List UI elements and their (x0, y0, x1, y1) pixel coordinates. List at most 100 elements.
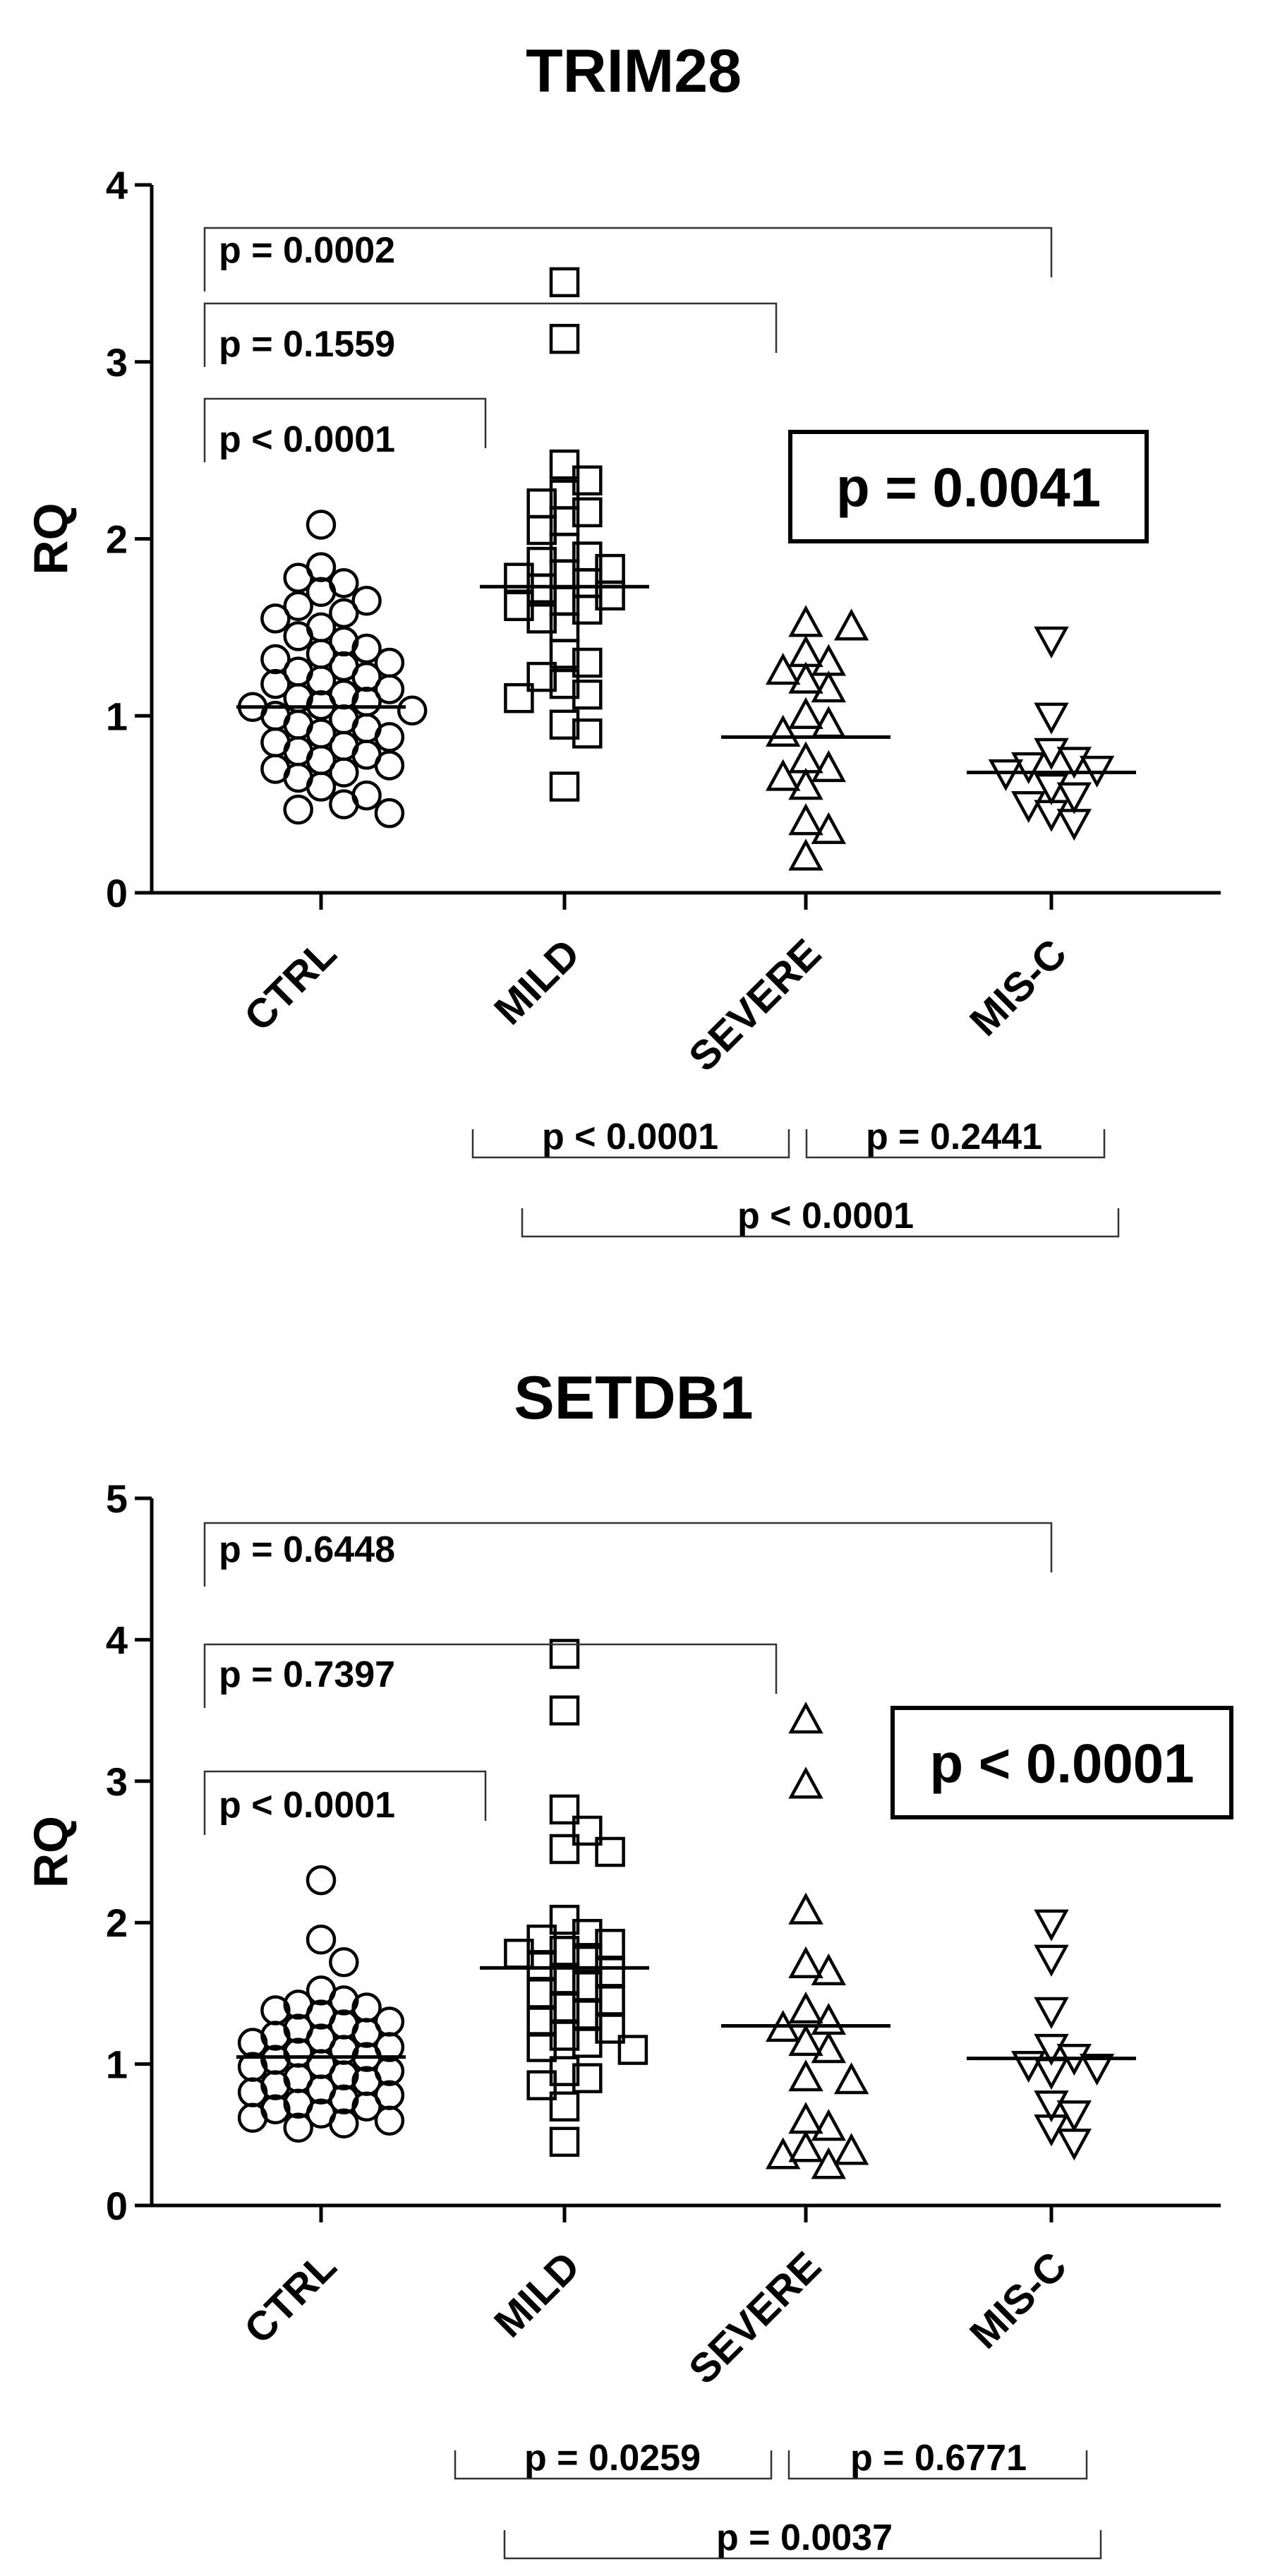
data-point (329, 789, 359, 819)
data-point (1034, 773, 1069, 806)
data-point (1011, 2050, 1046, 2083)
p-value-label: p = 0.2441 (866, 1117, 1042, 1157)
data-point (1034, 626, 1069, 658)
data-point (811, 670, 846, 703)
data-point (833, 608, 869, 641)
category-label: MIS-C (961, 2243, 1075, 2357)
data-point (572, 718, 603, 749)
data-point (260, 644, 291, 675)
data-point (1034, 2090, 1069, 2123)
p-value-label: p < 0.0001 (542, 1117, 718, 1157)
data-point (766, 759, 801, 791)
data-point (504, 682, 534, 714)
data-point (549, 1695, 580, 1726)
data-point (374, 722, 405, 752)
data-point (374, 2105, 405, 2136)
data-point (306, 577, 337, 607)
data-point (572, 497, 603, 528)
data-point (260, 2070, 291, 2100)
data-point (329, 2108, 359, 2139)
data-point (788, 1702, 823, 1734)
data-point (549, 1639, 580, 1669)
data-point (1034, 800, 1069, 832)
data-point (283, 794, 313, 825)
p-value-label: p < 0.0001 (219, 1785, 395, 1826)
data-point (1056, 782, 1092, 814)
comparison-bracket (203, 302, 778, 367)
y-tick-label: 1 (106, 2042, 128, 2087)
data-point (1056, 809, 1092, 841)
data-point (1011, 752, 1046, 785)
data-point (549, 668, 580, 699)
y-tick-label: 4 (106, 1618, 128, 1662)
data-point (788, 1892, 823, 1925)
overall-test-label: p < 0.0001 (929, 1733, 1194, 1795)
comparison-bracket (503, 2530, 1102, 2560)
data-point (617, 2035, 648, 2065)
data-point (788, 605, 823, 637)
data-point (811, 750, 846, 783)
data-point (329, 1985, 359, 2016)
data-point (572, 2028, 603, 2058)
data-point (811, 2147, 846, 2179)
data-point (766, 2137, 801, 2169)
data-point (811, 2109, 846, 2141)
y-tick-label: 0 (106, 2184, 128, 2228)
data-point (374, 674, 405, 704)
data-point (237, 2102, 268, 2133)
data-point (260, 2021, 291, 2051)
p-value-label: p = 0.0037 (716, 2517, 893, 2558)
chart-title: TRIM28 (526, 37, 742, 105)
data-point (329, 626, 359, 657)
data-point (283, 591, 313, 622)
data-point (811, 1953, 846, 1985)
comparison-bracket (454, 2450, 773, 2480)
category-label: MIS-C (961, 930, 1075, 1045)
data-point (549, 267, 580, 298)
y-tick-label: 0 (106, 871, 128, 915)
data-point (329, 2084, 359, 2114)
data-point (283, 621, 313, 651)
data-point (788, 768, 823, 800)
data-point (788, 634, 823, 668)
data-point (788, 741, 823, 774)
y-tick-label: 1 (106, 694, 128, 738)
data-point (595, 1836, 625, 1867)
comparison-bracket (203, 397, 487, 462)
data-point (1079, 2053, 1115, 2086)
data-point (1011, 790, 1046, 824)
data-point (526, 603, 557, 634)
category-label: SEVERE (680, 2243, 830, 2393)
data-point (283, 2112, 313, 2143)
data-point (351, 686, 382, 717)
data-point (329, 1947, 359, 1978)
data-point (788, 697, 823, 729)
p-value-label: p = 0.0259 (524, 2438, 701, 2479)
chart-title: SETDB1 (514, 1364, 753, 1432)
data-point (260, 668, 291, 699)
data-point (788, 1946, 823, 1978)
category-label: MILD (485, 930, 588, 1033)
y-tick-label: 3 (106, 340, 128, 385)
y-tick-label: 5 (106, 1476, 128, 1521)
data-point (572, 1918, 603, 1949)
data-point (351, 2091, 382, 2121)
data-point (549, 639, 580, 669)
data-point (306, 510, 337, 540)
data-point (549, 323, 580, 354)
data-point (329, 2060, 359, 2090)
data-point (1034, 702, 1069, 735)
data-point (1034, 1909, 1069, 1942)
data-point (572, 647, 603, 678)
data-point (788, 803, 823, 836)
data-point (397, 695, 428, 726)
comparison-bracket (203, 227, 1053, 291)
data-point (306, 665, 337, 696)
data-point (766, 653, 801, 685)
data-point (572, 679, 603, 710)
data-point (572, 594, 603, 625)
data-point (788, 2023, 823, 2057)
p-value-label: p = 0.0002 (219, 230, 395, 271)
data-point (549, 449, 580, 480)
